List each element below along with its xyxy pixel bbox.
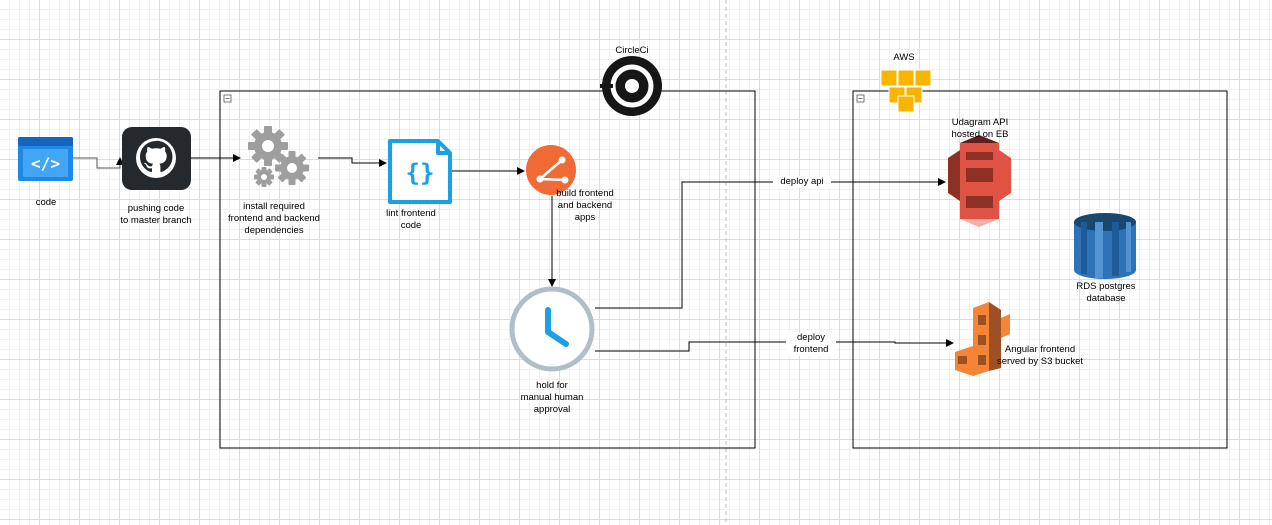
code-label: code	[35, 197, 57, 208]
circleci-group-title: CircleCi	[615, 45, 649, 56]
svg-text:{}: {}	[406, 159, 435, 187]
svg-text:</>: </>	[31, 154, 60, 173]
edge-install-to-lint[interactable]	[318, 157, 387, 167]
github-label: pushing code to master branch	[120, 203, 192, 226]
clock-icon[interactable]	[509, 286, 595, 372]
git-branch-icon[interactable]	[526, 145, 576, 195]
edge-deploy-api[interactable]	[595, 178, 946, 309]
circleci-group[interactable]	[219, 90, 756, 449]
aws-group-title: AWS	[893, 52, 915, 63]
circleci-logo-icon	[600, 56, 662, 116]
s3-label: Angular frontend served by S3 bucket	[996, 344, 1084, 367]
amplify-icon[interactable]	[955, 302, 1010, 376]
install-label: install required frontend and backend de…	[228, 201, 320, 236]
aws-collapse-icon[interactable]	[856, 94, 865, 103]
code-editor-icon[interactable]: </>	[18, 137, 73, 181]
aws-logo-icon	[880, 69, 932, 113]
aws-group[interactable]	[852, 90, 1228, 449]
gears-icon[interactable]	[248, 126, 309, 187]
edge-code-to-github[interactable]	[73, 157, 124, 169]
deploy-api-label: deploy api	[773, 176, 831, 188]
lint-label: lint frontend code	[386, 208, 436, 231]
edge-deploy-frontend[interactable]	[595, 339, 954, 352]
deploy-frontend-label: deploy frontend	[786, 332, 836, 356]
github-icon[interactable]	[122, 127, 191, 190]
hold-label: hold for manual human approval	[520, 380, 584, 415]
rds-label: RDS postgres database	[1076, 281, 1136, 304]
s3-bucket-icon[interactable]	[948, 135, 1011, 227]
braces-icon[interactable]: {}	[388, 139, 452, 204]
build-label: build frontend and backend apps	[556, 188, 614, 223]
eb-label: Udagram API hosted on EB	[951, 117, 1009, 140]
circleci-collapse-icon[interactable]	[223, 94, 232, 103]
rds-database-icon[interactable]	[1074, 213, 1136, 279]
